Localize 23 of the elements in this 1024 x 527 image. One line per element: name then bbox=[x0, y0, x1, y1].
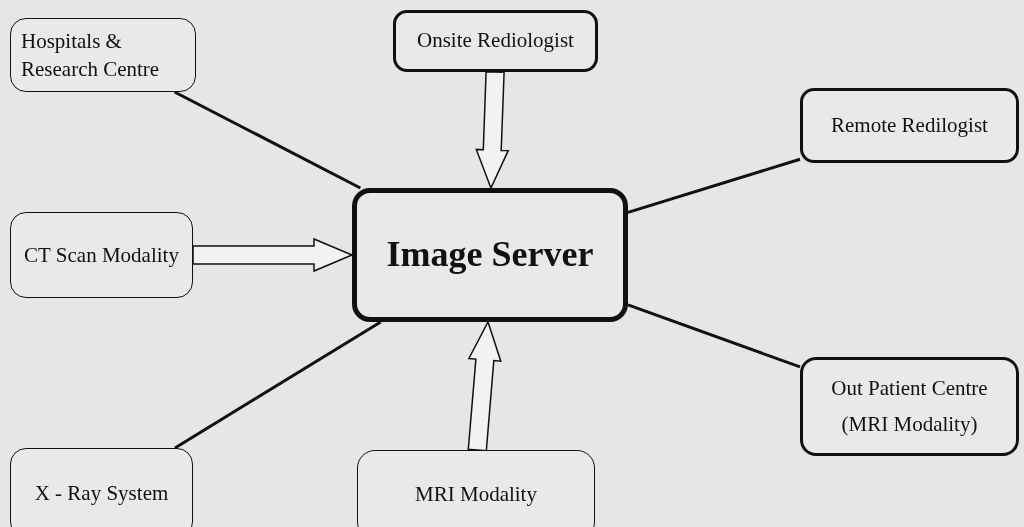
box-label: X - Ray System bbox=[34, 479, 169, 507]
rounded-box bbox=[10, 212, 193, 298]
rounded-box bbox=[800, 88, 1019, 163]
box-label: Out Patient Centre (MRI Modality) bbox=[830, 374, 989, 438]
box-label: MRI Modality bbox=[415, 481, 537, 509]
server-box bbox=[352, 188, 628, 322]
rounded-box bbox=[393, 10, 598, 72]
box-label: Hospitals & Research Centre bbox=[21, 27, 161, 83]
connector-line bbox=[174, 320, 382, 450]
connector-line bbox=[627, 303, 801, 369]
hollow-arrow bbox=[192, 237, 354, 273]
rounded-box bbox=[357, 450, 595, 527]
rounded-box bbox=[800, 357, 1019, 456]
box-label: Remote Redilogist bbox=[831, 111, 988, 139]
box-title: Image Server bbox=[386, 233, 594, 277]
rounded-box bbox=[10, 448, 193, 527]
connector-line bbox=[173, 90, 362, 190]
hollow-arrow bbox=[467, 320, 502, 452]
rounded-box bbox=[10, 18, 196, 92]
connector-line bbox=[627, 157, 801, 214]
box-label: Onsite Rediologist bbox=[417, 27, 574, 55]
hollow-arrow bbox=[475, 70, 510, 190]
box-label: CT Scan Modality bbox=[24, 241, 179, 269]
